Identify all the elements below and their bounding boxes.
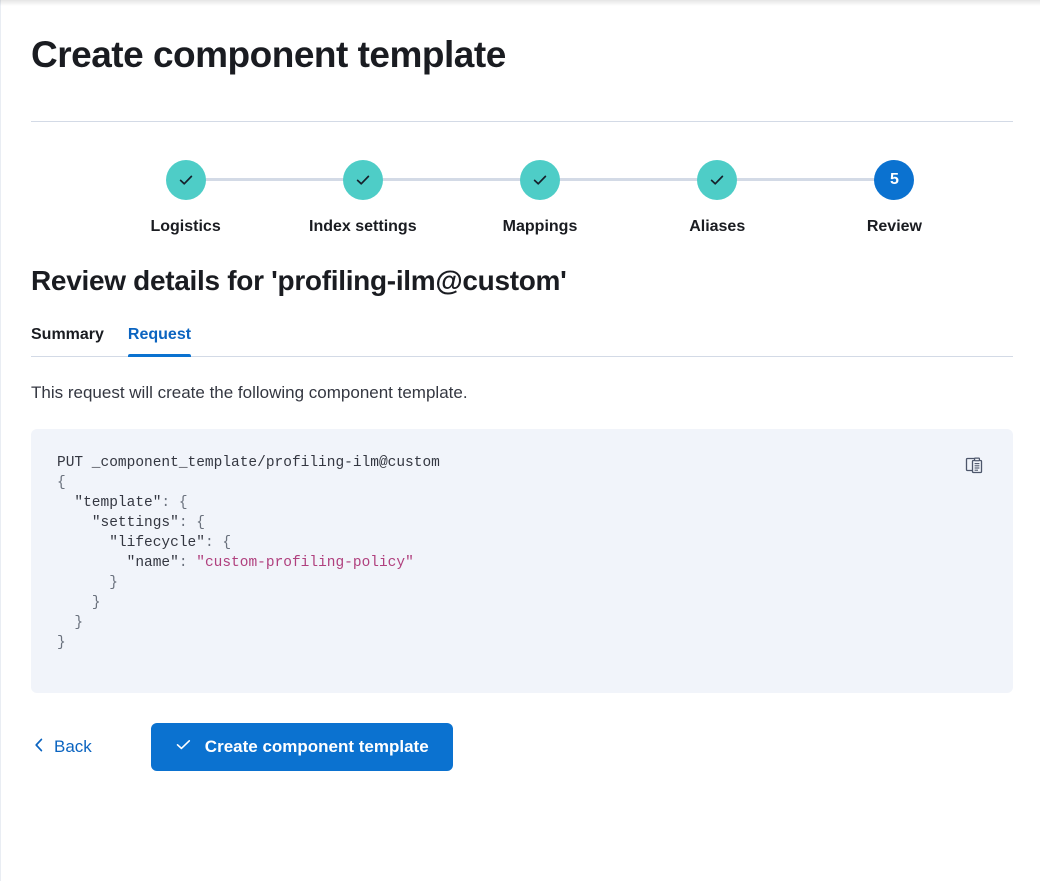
create-component-template-label: Create component template: [204, 737, 429, 756]
step-marker-number: 5: [874, 160, 915, 200]
stepper-step-label: Logistics: [150, 218, 221, 235]
stepper-step-logistics[interactable]: Logistics: [97, 160, 274, 236]
stepper-step-label: Aliases: [689, 218, 746, 235]
page-left-border: [0, 0, 1, 881]
create-component-template-button[interactable]: Create component template: [150, 723, 453, 771]
back-button-label: Back: [54, 737, 92, 756]
stepper-connector: [558, 178, 700, 181]
stepper-connector: [735, 178, 877, 181]
step-check-icon: [520, 160, 560, 200]
stepper-step-label: Review: [866, 218, 922, 235]
stepper-step-label: Index settings: [309, 218, 417, 235]
review-tabs: Summary Request: [31, 326, 1013, 357]
request-code-block[interactable]: PUT _component_template/profiling-ilm@cu…: [57, 455, 440, 651]
request-description: This request will create the following c…: [31, 383, 468, 402]
request-code-panel: PUT _component_template/profiling-ilm@cu…: [31, 429, 1013, 693]
tab-summary[interactable]: Summary: [31, 326, 104, 356]
step-check-icon: [165, 160, 206, 200]
stepper-connector: [380, 178, 522, 181]
check-icon: [175, 736, 192, 758]
step-check-icon: [697, 160, 738, 200]
chevron-left-icon: [33, 737, 45, 758]
review-heading: Review details for 'profiling-ilm@custom…: [31, 265, 567, 296]
page-title: Create component template: [31, 34, 506, 75]
stepper-step-index-settings[interactable]: Index settings: [274, 160, 451, 236]
stepper-step-label: Mappings: [502, 218, 578, 235]
title-divider: [31, 121, 1013, 122]
footer-actions: Back Create component template: [31, 723, 1009, 771]
step-check-icon: [342, 160, 383, 200]
stepper-step-mappings[interactable]: Mappings: [451, 160, 628, 236]
stepper-connector: [203, 178, 345, 181]
stepper-step-aliases[interactable]: Aliases: [629, 160, 806, 236]
clipboard-copy-icon[interactable]: [963, 453, 987, 477]
back-button[interactable]: Back: [31, 731, 94, 764]
tab-request[interactable]: Request: [127, 326, 192, 357]
